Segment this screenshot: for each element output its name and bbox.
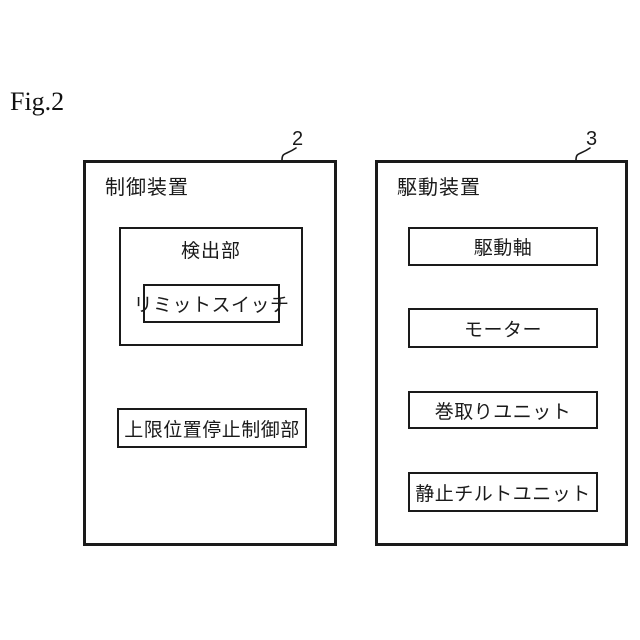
winding-unit-box: 巻取りユニット [408,391,598,429]
drive-shaft-box: 駆動軸 [408,227,598,266]
drive-device-title: 駆動装置 [397,177,481,199]
ref-label-3: 3 [586,128,598,150]
drive-shaft-label: 駆動軸 [473,238,533,259]
motor-label: モーター [463,319,542,341]
winding-unit-label: 巻取りユニット [434,401,572,423]
stationary-tilt-unit-box: 静止チルトユニット [408,472,598,512]
upper-limit-stop-control-label: 上限位置停止制御部 [124,419,300,441]
detection-unit-title: 検出部 [180,241,241,262]
motor-box: モーター [408,308,598,348]
figure-label: Fig.2 [10,87,65,116]
control-device-title: 制御装置 [105,177,189,199]
control-device-box: 制御装置 [83,160,337,546]
ref-label-2: 2 [292,128,304,150]
upper-limit-stop-control-box: 上限位置停止制御部 [117,408,307,448]
stationary-tilt-unit-label: 静止チルトユニット [415,483,591,505]
limit-switch-label: リミットスイッチ [133,295,290,316]
limit-switch-box: リミットスイッチ [134,284,289,323]
